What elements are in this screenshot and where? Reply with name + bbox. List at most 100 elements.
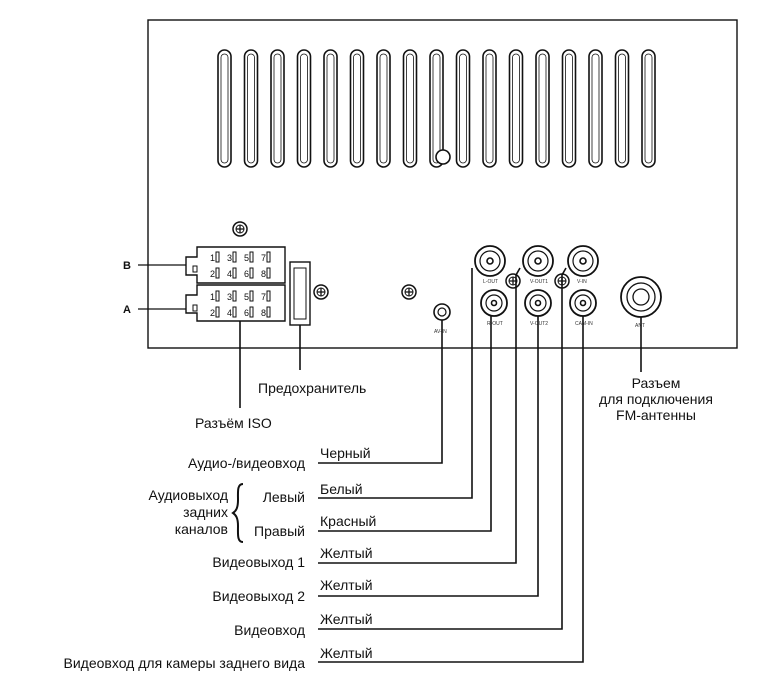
vent-slot [614, 49, 630, 168]
vent-slot-inner [485, 53, 494, 164]
wire-av-in [318, 320, 443, 464]
svg-text:AV-IN: AV-IN [434, 329, 447, 335]
vent-slot-inner [644, 53, 653, 164]
vent-slot-inner [379, 53, 388, 164]
pin-7-label: 7 [261, 292, 266, 302]
vent-slot [243, 49, 259, 168]
svg-text:CAM-IN: CAM-IN [575, 321, 593, 327]
vent-slot-inner [247, 53, 255, 164]
svg-text:V-OUT2: V-OUT2 [530, 321, 548, 327]
label-right: Правый [254, 523, 305, 539]
wire-color-yellow-3: Желтый [320, 611, 373, 627]
screw-icon [505, 273, 521, 289]
pin-4-label: 4 [227, 269, 232, 279]
vent-slot-inner [591, 53, 600, 164]
pin-7-label: 7 [261, 253, 266, 263]
rca-jack-r-out: R-OUT [480, 289, 508, 327]
label-left: Левый [263, 489, 305, 505]
iso-a-label: A [123, 304, 131, 316]
vent-slot [429, 49, 444, 168]
label-camera-in: Видеовход для камеры заднего вида [64, 655, 306, 671]
label-video-in: Видеовход [234, 622, 305, 638]
vent-slot-inner [432, 53, 441, 164]
vent-slot-inner [618, 53, 626, 164]
fuse-label: Предохранитель [258, 380, 366, 396]
wire-l-out [318, 268, 473, 499]
fm-label-line3: FM-антенны [616, 407, 696, 423]
pin-8-label: 8 [261, 308, 266, 318]
vent-slot-inner [538, 53, 547, 164]
pin-3-label: 3 [227, 292, 232, 302]
vent-slot [508, 49, 524, 168]
wire-v-out1 [318, 267, 521, 564]
wire-r-out [318, 316, 492, 532]
rear-audio-label-line1: Аудиовыход [149, 487, 228, 503]
fm-label-line2: для подключения [599, 391, 713, 407]
rca-jack-v-out1: V-OUT1 [522, 245, 554, 285]
fuse-holder [289, 261, 311, 326]
screw-icon [232, 221, 248, 237]
vent-slot [217, 49, 232, 168]
pin-8-label: 8 [261, 269, 266, 279]
wire-color-red: Красный [320, 513, 376, 529]
vent-slot-inner [273, 53, 282, 164]
vent-slot [561, 49, 577, 168]
pin-6-label: 6 [244, 308, 249, 318]
screw-icon [401, 284, 417, 300]
vent-slot-inner [220, 53, 229, 164]
pin-2-label: 2 [210, 269, 215, 279]
pin-6-label: 6 [244, 269, 249, 279]
vent-slot-inner [406, 53, 414, 164]
rca-jack-v-out2: V-OUT2 [524, 289, 552, 327]
wire-cam-in [318, 316, 584, 663]
vent-slot-inner [353, 53, 361, 164]
vent-slot [641, 49, 656, 168]
vent-slot-inner [512, 53, 520, 164]
label-av-input: Аудио-/видеовход [188, 455, 305, 471]
vent-slot [402, 49, 418, 168]
screw-icon [313, 284, 329, 300]
pin-1-label: 1 [210, 253, 215, 263]
pin-5-label: 5 [244, 253, 249, 263]
antenna-jack: ANT [620, 276, 662, 329]
svg-text:V-IN: V-IN [577, 279, 587, 285]
vent-slot [455, 49, 471, 168]
vent-slot-inner [459, 53, 467, 164]
wire-color-black: Черный [320, 445, 371, 461]
rca-jack-v-in: V-IN [567, 245, 599, 285]
iso-label: Разъём ISO [195, 415, 272, 431]
wire-color-yellow-1: Желтый [320, 545, 373, 561]
label-video-out-1: Видеовыход 1 [212, 554, 305, 570]
vent-slot [535, 49, 550, 168]
iso-b-label: B [123, 260, 131, 272]
iso-connector-b: 1 3 5 7 2 4 6 8 [185, 246, 286, 284]
vent-slot [376, 49, 391, 168]
iso-connector-a: 1 3 5 7 2 4 6 8 [185, 284, 286, 322]
pin-3-label: 3 [227, 253, 232, 263]
ventilation-slots [217, 49, 656, 168]
vent-slot [323, 49, 338, 168]
wire-color-yellow-4: Желтый [320, 645, 373, 661]
label-video-out-2: Видеовыход 2 [212, 588, 305, 604]
pin-5-label: 5 [244, 292, 249, 302]
center-knob [435, 149, 451, 165]
vent-slot [349, 49, 365, 168]
rear-audio-label-line2: задних [183, 504, 228, 520]
svg-text:L-OUT: L-OUT [483, 279, 498, 285]
av-in-jack: AV-IN [433, 303, 451, 335]
svg-text:R-OUT: R-OUT [487, 321, 503, 327]
pin-2-label: 2 [210, 308, 215, 318]
vent-slot [588, 49, 603, 168]
rca-jack-cam-in: CAM-IN [569, 289, 597, 327]
pin-4-label: 4 [227, 308, 232, 318]
vent-slot-inner [565, 53, 573, 164]
wire-color-white: Белый [320, 481, 363, 497]
fm-label-line1: Разъем [632, 375, 681, 391]
vent-slot-inner [326, 53, 335, 164]
vent-slot-inner [300, 53, 308, 164]
rear-audio-brace [231, 483, 244, 543]
rca-jack-l-out: L-OUT [474, 245, 506, 285]
wire-v-out2 [318, 316, 539, 597]
wire-v-in [318, 267, 567, 630]
